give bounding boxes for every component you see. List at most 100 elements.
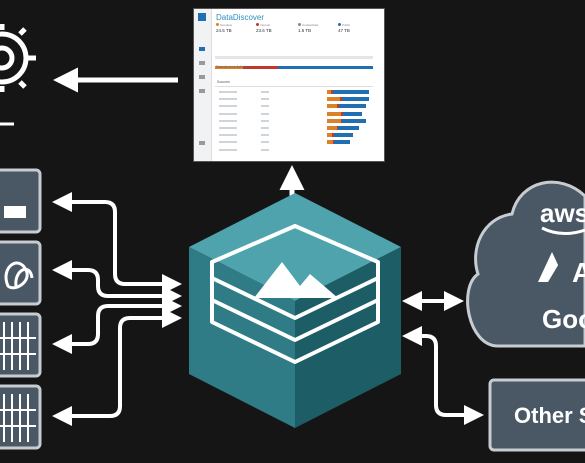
- other-sources-box: Other S: [488, 378, 585, 452]
- other-sources-label: Other S: [514, 403, 585, 428]
- metric-dot: [216, 23, 219, 26]
- gear-icon: [0, 24, 36, 92]
- row-bar-orange: [327, 90, 332, 94]
- metric-label: Internal: [260, 23, 271, 27]
- app-screenshot: DataDiscover Sensitive 24.5 TB Internal …: [193, 8, 385, 162]
- metric-dot: [298, 23, 301, 26]
- row-name-placeholder: [219, 127, 237, 129]
- row-count-placeholder: [261, 141, 269, 144]
- row-bar-blue: [342, 118, 366, 123]
- row-bar-red: [341, 111, 343, 116]
- metric-value: 24.5 TB: [216, 28, 232, 33]
- google-logo: Goo: [542, 304, 585, 334]
- row-bar-orange: [327, 140, 333, 145]
- row-bar-blue: [333, 133, 354, 138]
- row-count-placeholder: [261, 127, 269, 129]
- row-count-placeholder: [261, 134, 269, 137]
- table-row[interactable]: [215, 139, 373, 145]
- row-name-placeholder: [219, 91, 237, 93]
- app-tabs[interactable]: Data Access Activity: [216, 65, 248, 69]
- metric-2: Internal 23.6 TB: [256, 23, 292, 47]
- row-name-placeholder: [219, 134, 237, 137]
- nav-icon-1[interactable]: [199, 47, 205, 51]
- nav-icon-5[interactable]: [199, 141, 205, 145]
- source-tile-2: [0, 240, 42, 306]
- aws-logo: aws: [540, 198, 585, 228]
- metric-dot: [256, 23, 259, 26]
- row-count-placeholder: [261, 112, 269, 115]
- row-bar-red: [332, 140, 334, 145]
- table-row[interactable]: [215, 125, 373, 131]
- progress-segment: [278, 66, 373, 69]
- metric-4: Public 47 TB: [338, 23, 374, 47]
- row-count-placeholder: [261, 105, 269, 108]
- metric-1: Sensitive 24.5 TB: [216, 23, 252, 47]
- connector-arrow-3: [52, 308, 182, 426]
- row-name-placeholder: [219, 119, 237, 122]
- source-tile-1: [0, 168, 42, 234]
- connector-arrow-1b: [52, 260, 182, 306]
- table-row[interactable]: [215, 118, 373, 124]
- summary-progress-bar: [215, 56, 373, 69]
- table-row[interactable]: [215, 89, 373, 95]
- row-name-placeholder: [219, 112, 237, 115]
- row-name-placeholder: [219, 148, 237, 151]
- row-bar-orange: [327, 97, 340, 102]
- azure-logo: [538, 252, 568, 282]
- row-bar-orange: [327, 104, 337, 109]
- metric-value: 47 TB: [338, 28, 350, 33]
- table-row[interactable]: [215, 103, 373, 109]
- table-header-label: Sources: [217, 80, 230, 84]
- nav-icon-3[interactable]: [199, 75, 205, 79]
- table-row[interactable]: [215, 132, 373, 138]
- azure-label: A: [572, 257, 585, 288]
- progress-segment: [243, 66, 279, 69]
- central-hub: [189, 193, 401, 428]
- metric-label: Sensitive: [220, 23, 233, 27]
- app-sidebar: [194, 9, 212, 161]
- row-bar-red: [340, 118, 343, 123]
- row-bar-red: [339, 97, 342, 102]
- row-bar-red: [336, 104, 339, 109]
- row-name-placeholder: [219, 98, 237, 101]
- row-name-placeholder: [219, 105, 237, 108]
- metric-label: Public: [342, 23, 351, 27]
- cloud-providers: aws A Goo: [466, 180, 585, 348]
- row-bar-orange: [327, 118, 341, 123]
- metric-value: 1.6 TB: [298, 28, 312, 33]
- connector-arrow-2: [52, 296, 182, 354]
- app-title: DataDiscover: [216, 13, 265, 22]
- row-bar-orange: [327, 133, 333, 138]
- table-header: Sources: [215, 79, 373, 87]
- table-row[interactable]: [215, 147, 373, 153]
- row-bar-blue: [342, 111, 363, 116]
- app-logo-icon: [198, 13, 206, 21]
- row-count-placeholder: [261, 148, 269, 151]
- row-bar-blue: [341, 97, 369, 102]
- source-tile-3: [0, 312, 42, 378]
- row-bar-blue: [338, 126, 359, 130]
- row-bar-blue: [333, 90, 369, 94]
- metric-label: Unclassified: [302, 23, 319, 27]
- row-bar-red: [331, 90, 334, 94]
- source-tile-4: [0, 384, 42, 450]
- table-row[interactable]: [215, 111, 373, 117]
- nav-icon-2[interactable]: [199, 61, 205, 65]
- metric-value: 23.6 TB: [256, 28, 272, 33]
- row-bar-orange: [327, 126, 337, 130]
- nav-icon-4[interactable]: [199, 89, 205, 93]
- row-count-placeholder: [261, 98, 269, 101]
- mountain-icon: [254, 262, 338, 298]
- connector-arrow-other: [402, 326, 484, 425]
- row-bar-blue: [333, 140, 350, 145]
- row-bar-blue: [338, 104, 366, 109]
- row-count-placeholder: [261, 119, 269, 122]
- metric-3: Unclassified 1.6 TB: [298, 23, 334, 47]
- metric-dot: [338, 23, 341, 26]
- row-count-placeholder: [261, 91, 269, 93]
- table-row[interactable]: [215, 96, 373, 102]
- row-name-placeholder: [219, 141, 237, 144]
- row-bar-red: [332, 133, 334, 138]
- progress-segment: [215, 66, 244, 69]
- row-bar-orange: [327, 111, 342, 116]
